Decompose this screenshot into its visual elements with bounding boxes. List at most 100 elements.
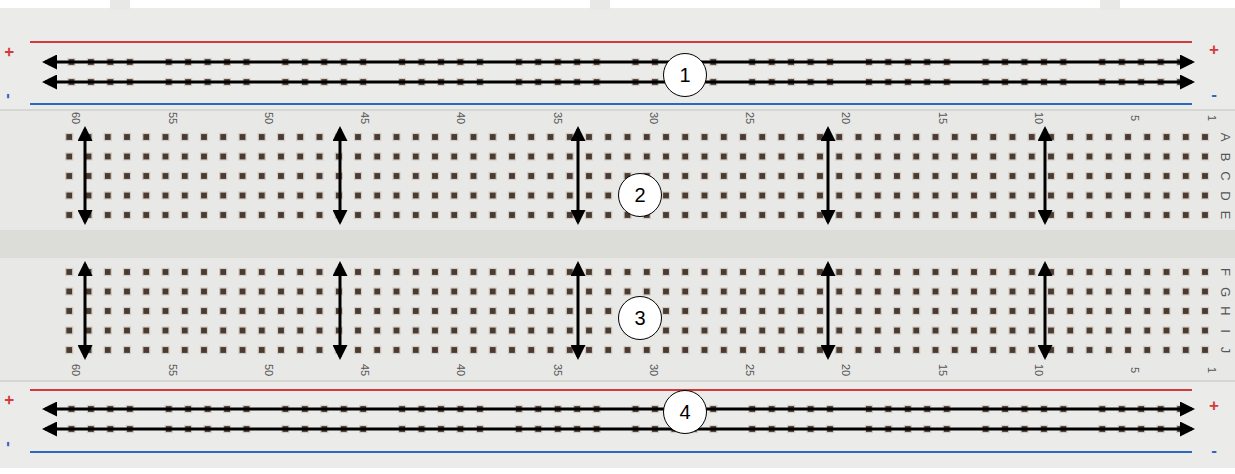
- breadboard-hole: [1182, 134, 1189, 141]
- breadboard-hole: [66, 308, 73, 315]
- breadboard-hole: [605, 327, 612, 334]
- breadboard-hole: [971, 173, 978, 180]
- breadboard-hole: [432, 153, 439, 160]
- breadboard-hole: [297, 192, 304, 199]
- column-number: 30: [647, 364, 658, 376]
- breadboard-hole: [1125, 134, 1132, 141]
- breadboard-hole: [740, 173, 747, 180]
- breadboard-hole: [1144, 173, 1151, 180]
- breadboard-hole: [220, 212, 227, 219]
- breadboard-hole: [104, 173, 111, 180]
- breadboard-hole: [1028, 212, 1035, 219]
- breadboard-hole: [1009, 212, 1016, 219]
- breadboard-hole: [759, 192, 766, 199]
- breadboard-hole: [643, 269, 650, 276]
- breadboard-hole: [1182, 173, 1189, 180]
- breadboard-hole: [162, 134, 169, 141]
- breadboard-hole: [663, 269, 670, 276]
- breadboard-hole: [720, 173, 727, 180]
- breadboard-hole: [297, 269, 304, 276]
- breadboard-hole: [355, 192, 362, 199]
- breadboard-hole: [143, 308, 150, 315]
- breadboard-hole: [258, 153, 265, 160]
- breadboard-hole: [316, 192, 323, 199]
- connection-arrow: [45, 61, 1192, 64]
- breadboard-hole: [894, 327, 901, 334]
- connection-arrow: [84, 264, 87, 357]
- breadboard-hole: [1182, 347, 1189, 354]
- breadboard-hole: [778, 212, 785, 219]
- row-letter: G: [1219, 286, 1232, 296]
- breadboard-hole: [528, 288, 535, 295]
- breadboard-hole: [432, 288, 439, 295]
- breadboard-hole: [1067, 173, 1074, 180]
- breadboard-hole: [1048, 153, 1055, 160]
- breadboard-hole: [759, 308, 766, 315]
- breadboard-hole: [1048, 288, 1055, 295]
- breadboard-hole: [470, 192, 477, 199]
- breadboard-hole: [913, 288, 920, 295]
- power-rail-strip: [0, 8, 1235, 110]
- breadboard-hole: [605, 347, 612, 354]
- breadboard-hole: [1028, 134, 1035, 141]
- breadboard-hole: [201, 288, 208, 295]
- breadboard-hole: [1009, 288, 1016, 295]
- breadboard-hole: [201, 153, 208, 160]
- breadboard-hole: [971, 134, 978, 141]
- callout-number: 3: [634, 308, 645, 328]
- breadboard-hole: [470, 173, 477, 180]
- breadboard-hole: [894, 288, 901, 295]
- breadboard-hole: [66, 288, 73, 295]
- breadboard-hole: [663, 192, 670, 199]
- breadboard-hole: [682, 134, 689, 141]
- breadboard-hole: [720, 308, 727, 315]
- connection-arrow: [339, 264, 342, 357]
- breadboard-hole: [1105, 153, 1112, 160]
- column-number: 25: [744, 364, 755, 376]
- breadboard-hole: [663, 134, 670, 141]
- breadboard-hole: [489, 288, 496, 295]
- breadboard-hole: [1086, 269, 1093, 276]
- column-number: 50: [262, 112, 273, 124]
- breadboard-hole: [605, 288, 612, 295]
- rail-polarity-mark: -: [1, 441, 18, 447]
- breadboard-hole: [643, 153, 650, 160]
- breadboard-hole: [720, 288, 727, 295]
- breadboard-hole: [201, 212, 208, 219]
- breadboard-hole: [778, 153, 785, 160]
- breadboard-hole: [1028, 288, 1035, 295]
- breadboard-hole: [316, 134, 323, 141]
- breadboard-hole: [1028, 192, 1035, 199]
- breadboard-hole: [547, 212, 554, 219]
- breadboard-hole: [1202, 192, 1209, 199]
- breadboard-hole: [682, 192, 689, 199]
- connection-arrow: [1044, 129, 1047, 222]
- breadboard-hole: [586, 269, 593, 276]
- breadboard-hole: [605, 192, 612, 199]
- breadboard-hole: [104, 134, 111, 141]
- breadboard-hole: [547, 173, 554, 180]
- callout-circle: 3: [618, 296, 662, 340]
- breadboard-hole: [1067, 212, 1074, 219]
- breadboard-hole: [663, 308, 670, 315]
- breadboard-hole: [1048, 192, 1055, 199]
- breadboard-hole: [701, 134, 708, 141]
- breadboard-hole: [547, 153, 554, 160]
- breadboard-hole: [162, 192, 169, 199]
- board-tab: [1100, 0, 1120, 10]
- breadboard-hole: [374, 173, 381, 180]
- breadboard-hole: [220, 347, 227, 354]
- negative-rail-line: [30, 451, 1192, 453]
- breadboard-hole: [663, 173, 670, 180]
- breadboard-hole: [143, 192, 150, 199]
- breadboard-hole: [874, 347, 881, 354]
- breadboard-hole: [162, 308, 169, 315]
- breadboard-hole: [932, 269, 939, 276]
- breadboard-hole: [181, 192, 188, 199]
- breadboard-hole: [470, 308, 477, 315]
- breadboard-hole: [682, 308, 689, 315]
- column-number: 15: [936, 364, 947, 376]
- breadboard-hole: [1163, 327, 1170, 334]
- breadboard-hole: [509, 212, 516, 219]
